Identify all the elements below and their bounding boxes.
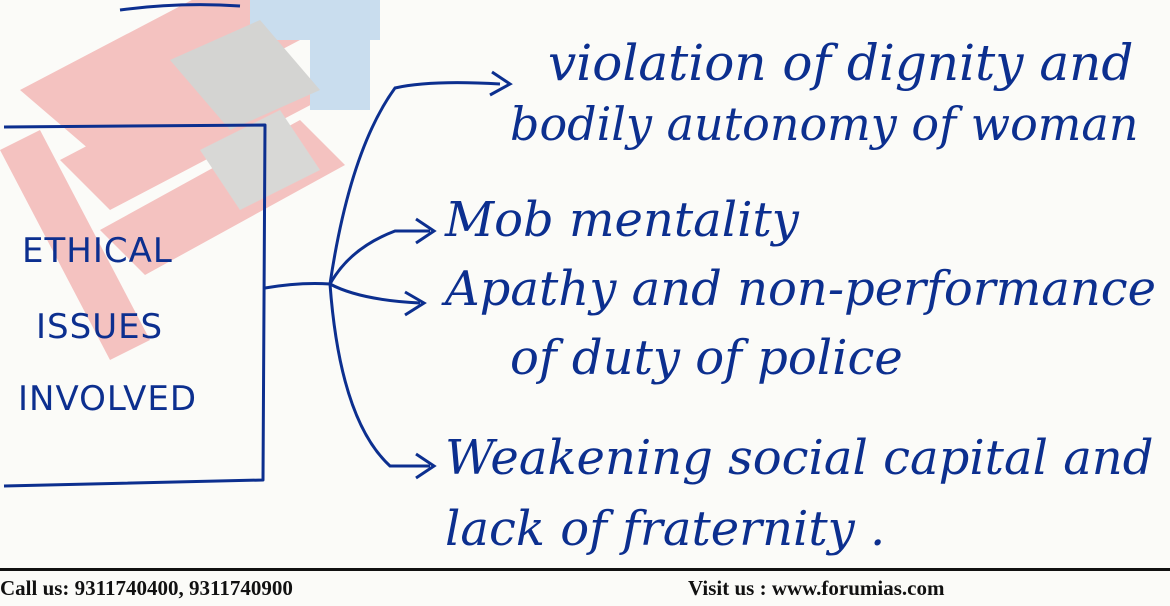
footer-phone: Call us: 9311740400, 9311740900 xyxy=(0,576,293,600)
footer-divider xyxy=(0,568,1170,571)
footer-website: Visit us : www.forumias.com xyxy=(688,576,945,600)
forumias-logo-watermark xyxy=(0,0,380,360)
box-label-line1: ETHICAL xyxy=(22,231,173,271)
box-label-line3: INVOLVED xyxy=(18,379,197,419)
issue-4-line1: Weakening social capital and xyxy=(445,430,1153,486)
issue-1-line1: violation of dignity and xyxy=(548,34,1133,92)
issue-4-line2: lack of fraternity . xyxy=(445,501,885,557)
issue-2-line1: Mob mentality xyxy=(444,192,800,248)
arrow-icon xyxy=(489,70,513,97)
issue-1-line2: bodily autonomy of woman xyxy=(510,97,1138,151)
arrow-icon xyxy=(415,452,437,480)
box-label-line2: ISSUES xyxy=(36,307,163,347)
issue-3-line1: Apathy and non-performance xyxy=(441,261,1156,317)
arrow-icon xyxy=(415,217,437,245)
arrow-icon xyxy=(404,290,427,317)
issue-3-line2: of duty of police xyxy=(510,330,903,386)
label-box xyxy=(3,123,267,488)
